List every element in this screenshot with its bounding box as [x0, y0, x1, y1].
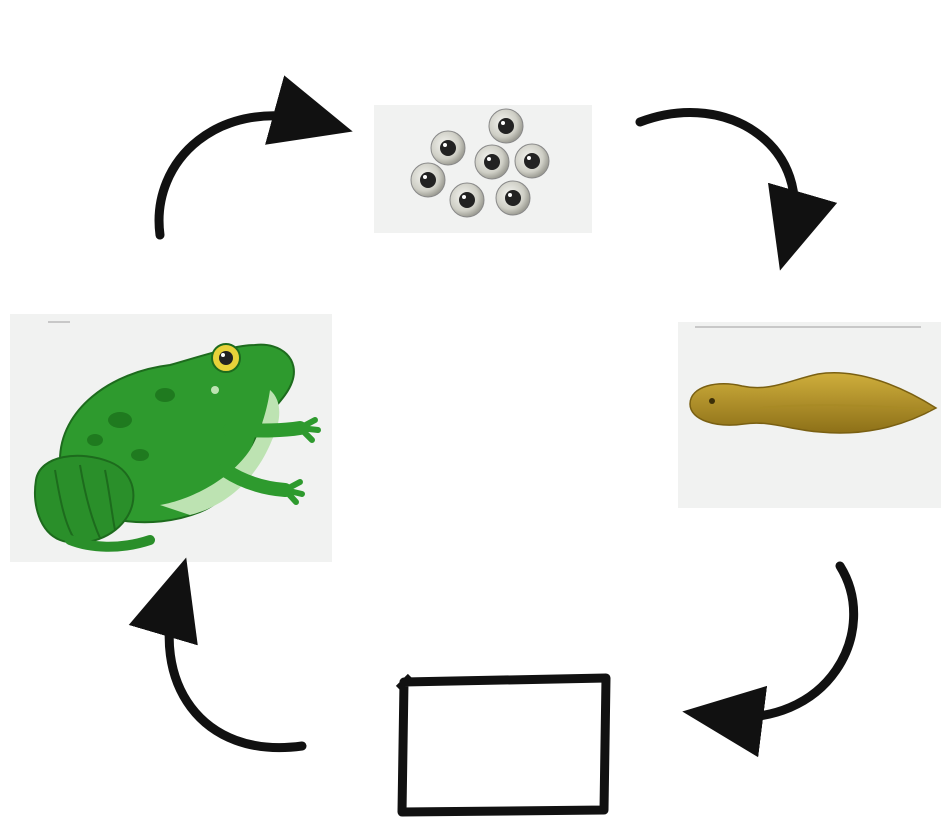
tadpole-icon [689, 372, 938, 434]
arrow-blank-to-frog [128, 557, 307, 752]
arrow-eggs-to-tadpole [635, 108, 838, 271]
empty-box [397, 673, 611, 817]
stage-tadpole [678, 322, 941, 508]
arrow-frog-to-eggs [154, 75, 353, 240]
stage-eggs [374, 105, 592, 233]
stage-frog [10, 314, 332, 562]
adult-frog-icon [34, 343, 321, 552]
frog-eggs-icon [410, 108, 550, 218]
stage-blank [395, 673, 611, 817]
arrow-tadpole-to-blank [682, 561, 859, 758]
